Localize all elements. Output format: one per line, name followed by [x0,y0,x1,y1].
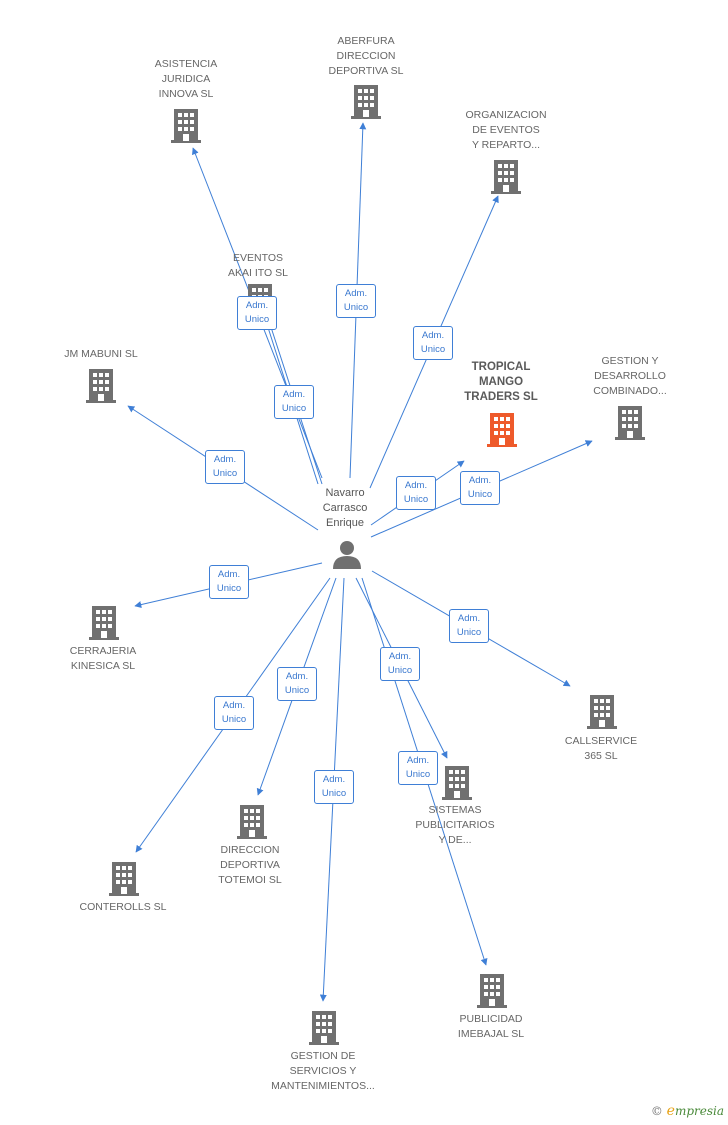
building-icon[interactable] [487,413,517,447]
role-badge-cerrajeria[interactable]: Adm. Unico [209,565,249,599]
company-label-tropical[interactable]: TROPICAL MANGO TRADERS SL [464,361,538,403]
copyright-symbol: © [650,1104,663,1118]
building-icon[interactable] [351,85,381,119]
role-badge-gestionserv[interactable]: Adm. Unico [314,770,354,804]
company-label-jmmabuni[interactable]: JM MABUNI SL [64,348,138,360]
company-label-callservice[interactable]: CALLSERVICE 365 SL [564,735,638,762]
building-icon[interactable] [477,974,507,1008]
center-person-label: Navarro Carrasco Enrique [322,487,368,529]
company-label-asistencia[interactable]: ASISTENCIA JURIDICA INNOVA SL [154,58,218,100]
brand-logo: © empresia [651,1103,724,1119]
role-badge-aberfura[interactable]: Adm. Unico [336,284,376,318]
company-label-eventos[interactable]: EVENTOS AKAI ITO SL [228,252,288,279]
brand-name: mpresia [674,1104,724,1118]
building-icon[interactable] [171,109,201,143]
company-label-gestionserv[interactable]: GESTION DE SERVICIOS Y MANTENIMIENTOS... [271,1050,375,1092]
node-icons [86,85,645,1045]
building-icon[interactable] [442,766,472,800]
role-badge-organizacion[interactable]: Adm. Unico [413,326,453,360]
building-icon[interactable] [587,695,617,729]
role-badge-eventos[interactable]: Adm. Unico [274,385,314,419]
building-icon[interactable] [86,369,116,403]
role-badge-publicidad[interactable]: Adm. Unico [398,751,438,785]
building-icon[interactable] [237,805,267,839]
role-badge-direccion[interactable]: Adm. Unico [277,667,317,701]
role-badge-tropical[interactable]: Adm. Unico [396,476,436,510]
role-badge-conterolls[interactable]: Adm. Unico [214,696,254,730]
role-badge-callservice[interactable]: Adm. Unico [449,609,489,643]
company-label-organizacion[interactable]: ORGANIZACION DE EVENTOS Y REPARTO... [465,109,547,151]
company-label-aberfura[interactable]: ABERFURA DIRECCION DEPORTIVA SL [328,35,404,77]
company-label-direccion[interactable]: DIRECCION DEPORTIVA TOTEMOI SL [218,844,282,886]
building-icon[interactable] [109,862,139,896]
building-icon[interactable] [89,606,119,640]
company-label-gestiondes[interactable]: GESTION Y DESARROLLO COMBINADO... [593,355,667,397]
role-badge-sistemas[interactable]: Adm. Unico [380,647,420,681]
company-label-conterolls[interactable]: CONTEROLLS SL [79,901,167,913]
company-label-cerrajeria[interactable]: CERRAJERIA KINESICA SL [69,645,137,672]
building-icon[interactable] [491,160,521,194]
role-badge-jmmabuni[interactable]: Adm. Unico [205,450,245,484]
building-icon[interactable] [309,1011,339,1045]
brand-letter-e: e [666,1103,675,1119]
role-badge-gestiondes[interactable]: Adm. Unico [460,471,500,505]
person-icon[interactable] [333,541,361,569]
building-icon[interactable] [615,406,645,440]
role-badge-asistencia[interactable]: Adm. Unico [237,296,277,330]
company-label-publicidad[interactable]: PUBLICIDAD IMEBAJAL SL [457,1013,525,1040]
company-label-sistemas[interactable]: SISTEMAS PUBLICITARIOS Y DE... [415,804,495,846]
